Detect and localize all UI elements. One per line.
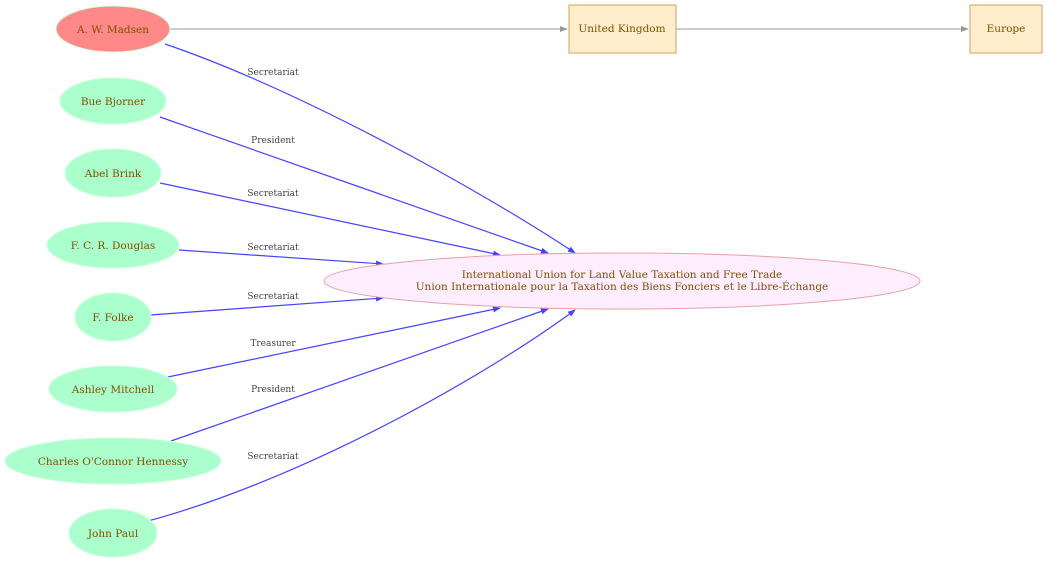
person-label-paul: John Paul (87, 528, 139, 540)
place-label-uk: United Kingdom (578, 23, 665, 35)
organization-node (323, 252, 921, 310)
person-node-brink (64, 148, 162, 198)
person-node-mitchell (48, 365, 178, 413)
place-node-europe (969, 4, 1043, 54)
edge-label-brink: Secretariat (247, 189, 299, 199)
edge-folke-union (149, 295, 384, 316)
edge-label-bjorner: President (251, 136, 295, 146)
edge-label-madsen: Secretariat (247, 68, 299, 78)
edge-mitchell-union (162, 306, 501, 379)
organization-name-en: International Union for Land Value Taxat… (462, 269, 783, 281)
place-node-uk (568, 4, 677, 54)
person-node-paul (68, 508, 158, 558)
person-node-hennessy (4, 437, 222, 485)
edge-label-douglas: Secretariat (247, 243, 299, 253)
person-label-mitchell: Ashley Mitchell (71, 384, 155, 396)
edge-brink-union (159, 182, 501, 257)
edge-label-mitchell: Treasurer (250, 339, 296, 349)
person-label-douglas: F. C. R. Douglas (71, 240, 155, 252)
person-node-bjorner (59, 77, 167, 125)
person-label-brink: Abel Brink (84, 168, 142, 180)
person-label-hennessy: Charles O'Connor Hennessy (38, 456, 188, 468)
person-node-douglas (46, 221, 180, 269)
edge-douglas-union (178, 249, 384, 267)
person-node-folke (74, 292, 152, 342)
place-label-europe: Europe (987, 23, 1026, 35)
person-label-folke: F. Folke (92, 312, 133, 324)
edge-label-hennessy: President (251, 385, 295, 395)
edge-hennessy-union (170, 308, 549, 442)
edge-label-folke: Secretariat (247, 292, 299, 302)
edge-madsen-union (164, 43, 576, 254)
edge-paul-union (147, 309, 576, 522)
organization-name-fr: Union Internationale pour la Taxation de… (416, 279, 829, 293)
person-node-madsen (55, 5, 171, 53)
person-label-bjorner: Bue Bjorner (81, 96, 146, 108)
edge-label-paul: Secretariat (247, 452, 299, 462)
person-label-madsen: A. W. Madsen (76, 24, 149, 36)
edge-bjorner-union (159, 116, 549, 254)
